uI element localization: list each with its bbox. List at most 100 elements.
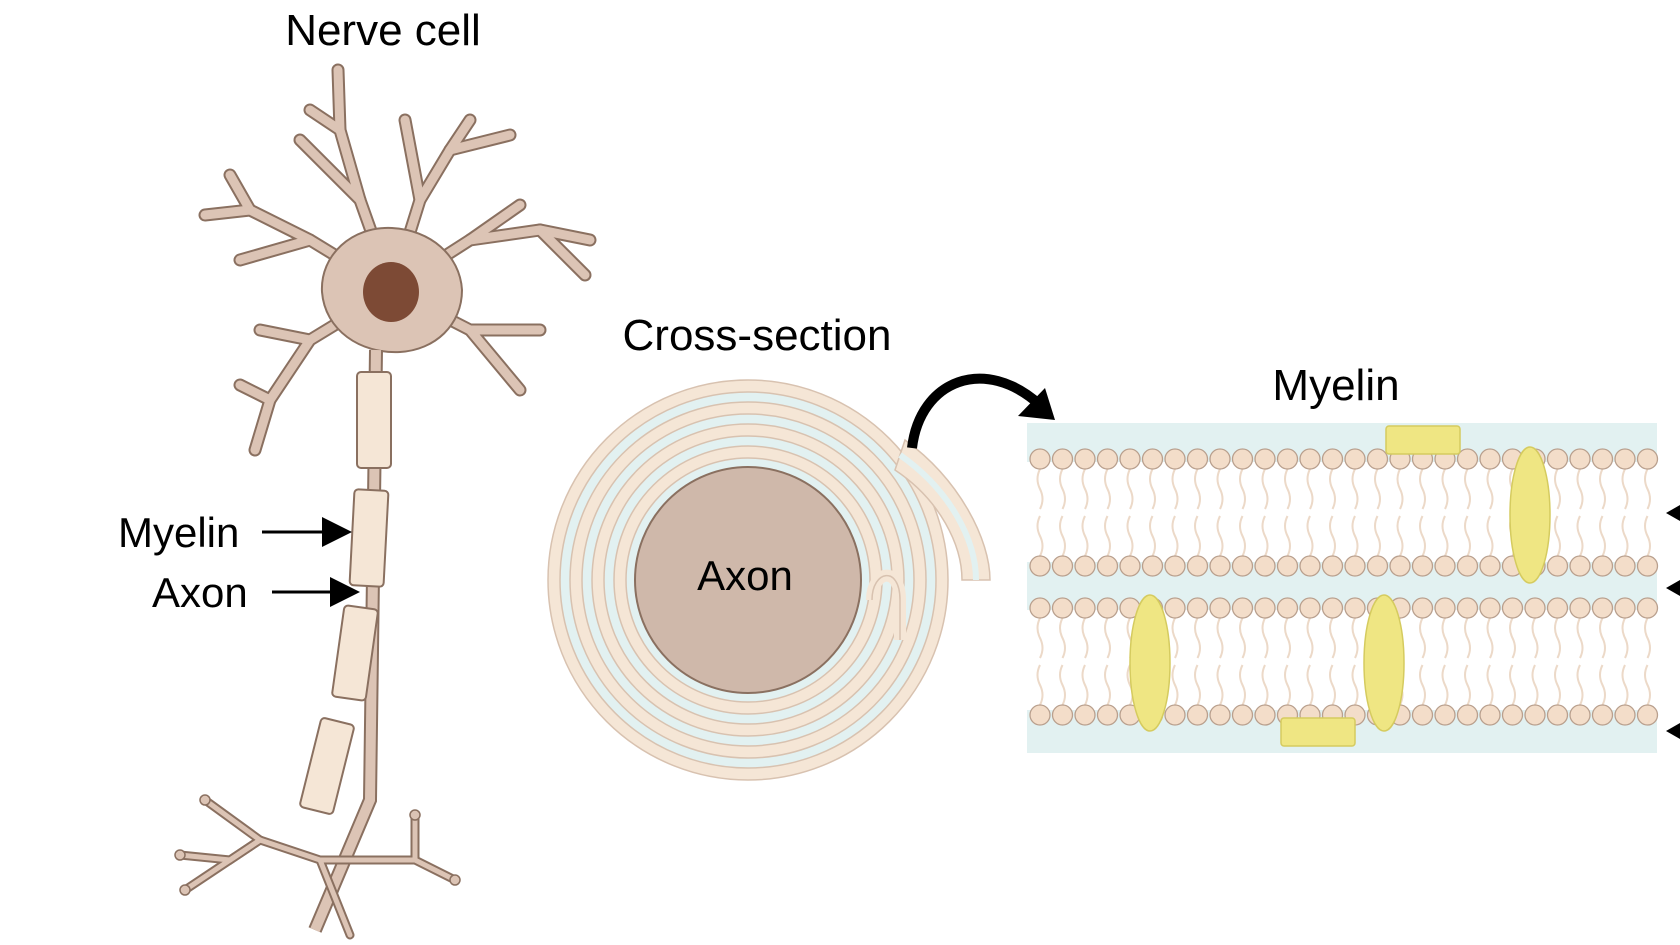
nerve-cell-title: Nerve cell	[285, 6, 481, 55]
lipid-head	[1614, 555, 1636, 577]
lipid-tail	[1531, 617, 1539, 706]
lipid-head	[1051, 597, 1074, 619]
myelin-membrane	[1027, 423, 1680, 753]
lipid-head	[1479, 704, 1501, 726]
lipid-head	[1029, 597, 1051, 619]
lipid-tail	[1284, 617, 1291, 706]
lipid-head	[1411, 555, 1434, 577]
lipid-head	[1614, 597, 1636, 619]
myelin-title: Myelin	[1272, 361, 1399, 410]
lipid-tail	[1216, 468, 1224, 557]
myelin-segment	[348, 488, 390, 588]
myelin-segment	[299, 717, 355, 815]
lipid-head	[1029, 555, 1051, 577]
lipid-tail	[1239, 617, 1246, 706]
lipid-tail	[1396, 468, 1404, 557]
lipid-head	[1254, 448, 1276, 470]
lipid-head	[1614, 704, 1636, 726]
lipid-tail	[1081, 617, 1089, 706]
lipid-tail	[1554, 468, 1561, 557]
lipid-tail	[1644, 617, 1651, 706]
lipid-tail	[1576, 617, 1584, 706]
lipid-head	[1479, 597, 1501, 619]
lipid-tail	[1194, 468, 1201, 557]
lipid-tail	[1329, 617, 1336, 706]
lipid-head	[1231, 704, 1254, 726]
lipid-tail	[1599, 617, 1606, 706]
lipid-tail	[1036, 617, 1044, 706]
lipid-head	[1096, 704, 1119, 726]
lipid-head	[1636, 597, 1659, 619]
lipid-tail	[1486, 468, 1494, 557]
membrane-protein	[1363, 594, 1405, 732]
lipid-tail	[1261, 617, 1269, 706]
lipid-head	[1636, 555, 1659, 577]
lipid-head	[1434, 704, 1456, 726]
lipid-head	[1546, 597, 1569, 619]
lipid-head	[1591, 555, 1614, 577]
lipid-tail	[1059, 468, 1066, 557]
lipid-tail	[1126, 468, 1134, 557]
lipid-tail	[1149, 468, 1156, 557]
lipid-head	[1501, 704, 1524, 726]
lipid-head	[1074, 555, 1096, 577]
lipid-tail	[1239, 468, 1246, 557]
lipid-head	[1074, 448, 1096, 470]
lipid-tail	[1644, 468, 1651, 557]
lipid-rows	[1029, 448, 1659, 726]
lipid-tail	[1464, 617, 1471, 706]
lipid-head	[1096, 448, 1119, 470]
lipid-head	[1051, 448, 1074, 470]
lipid-head	[1186, 448, 1209, 470]
lipid-head	[1479, 448, 1501, 470]
lipid-tail	[1599, 468, 1606, 557]
lipid-head	[1456, 597, 1479, 619]
lipid-head	[1164, 448, 1186, 470]
lipid-head	[1569, 704, 1591, 726]
lipid-tail	[1036, 468, 1044, 557]
lipid-tail	[1621, 617, 1629, 706]
lipid-head	[1074, 597, 1096, 619]
lipid-head	[1209, 597, 1231, 619]
lipid-tail	[1194, 617, 1201, 706]
lipid-tail	[1351, 617, 1359, 706]
lipid-tail	[1509, 617, 1516, 706]
lipid-tail	[1261, 468, 1269, 557]
lipid-head	[1591, 448, 1614, 470]
lipid-head	[1096, 555, 1119, 577]
lipid-head	[1389, 555, 1411, 577]
lipid-head	[1299, 555, 1321, 577]
lipid-head	[1591, 597, 1614, 619]
lipid-head	[1276, 555, 1299, 577]
lipid-tail	[1351, 468, 1359, 557]
lipid-head	[1164, 704, 1186, 726]
lipid-head	[1456, 704, 1479, 726]
lipid-head	[1321, 448, 1344, 470]
lipid-tail	[1576, 468, 1584, 557]
lipid-tail	[1171, 468, 1179, 557]
axon-center-label: Axon	[697, 552, 793, 599]
axon-core	[634, 466, 862, 694]
lipid-head	[1546, 555, 1569, 577]
lipid-tail	[1059, 617, 1066, 706]
lipid-head	[1524, 597, 1546, 619]
lipid-head	[1344, 448, 1366, 470]
lipid-head	[1276, 597, 1299, 619]
lipid-head	[1411, 597, 1434, 619]
zoom-arrow	[907, 373, 1044, 449]
lipid-head	[1051, 704, 1074, 726]
lipid-head	[1231, 448, 1254, 470]
lipid-tail	[1419, 468, 1426, 557]
lipid-head	[1321, 597, 1344, 619]
lipid-head	[1209, 448, 1231, 470]
lipid-head	[1569, 597, 1591, 619]
myelin-pointer-label: Myelin	[118, 509, 239, 556]
membrane-protein	[1280, 717, 1356, 747]
lipid-head	[1456, 555, 1479, 577]
lipid-tail	[1441, 617, 1449, 706]
lipid-head	[1569, 555, 1591, 577]
lipid-head	[1141, 555, 1164, 577]
lipid-head	[1276, 448, 1299, 470]
lipid-head	[1119, 448, 1141, 470]
